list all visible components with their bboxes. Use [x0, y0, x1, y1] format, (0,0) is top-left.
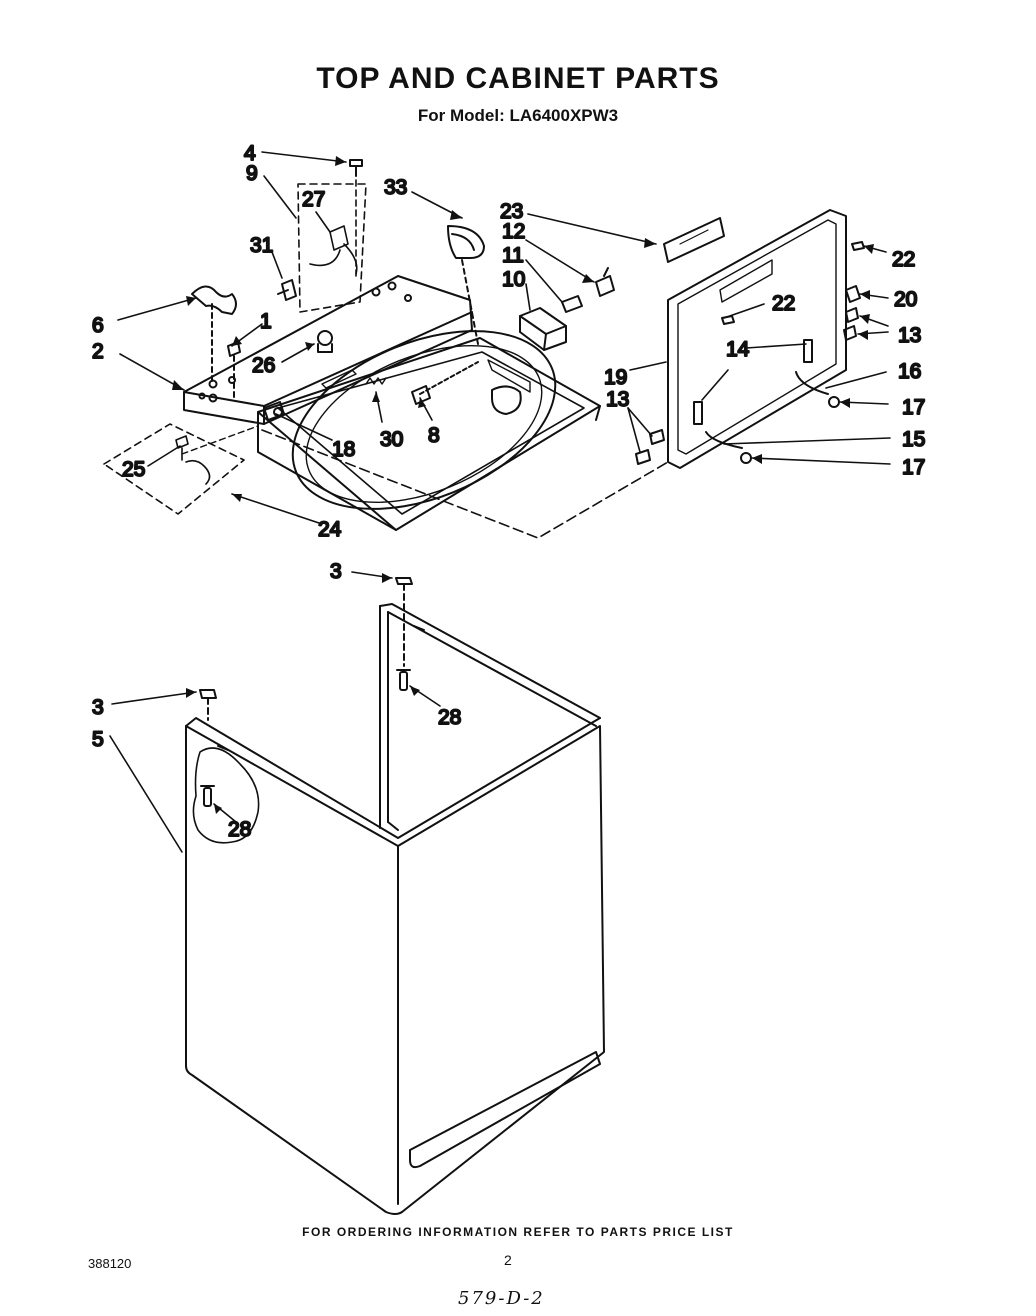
callout-33: 33 — [384, 176, 407, 199]
part-4-screw — [349, 159, 363, 177]
callout-4: 4 — [244, 142, 256, 165]
handwritten-note: 579-D-2 — [458, 1288, 545, 1309]
callout-3-lower: 3 — [92, 696, 104, 719]
callout-8: 8 — [428, 424, 440, 447]
callout-2: 2 — [92, 340, 104, 363]
page-title: TOP AND CABINET PARTS — [316, 62, 720, 95]
callout-11: 11 — [502, 244, 524, 267]
dashed-group-24 — [103, 423, 245, 515]
callout-24: 24 — [318, 518, 342, 541]
ordering-info-note: FOR ORDERING INFORMATION REFER TO PARTS … — [302, 1225, 734, 1239]
cabinet — [185, 577, 605, 1215]
lid-assembly — [635, 209, 865, 469]
callout-10: 10 — [502, 268, 525, 291]
callout-19: 19 — [604, 366, 627, 389]
callout-22-upper: 22 — [892, 248, 915, 271]
callout-23: 23 — [500, 200, 523, 223]
callout-20: 20 — [894, 288, 917, 311]
dashed-group-9 — [297, 183, 367, 313]
document-number: 388120 — [88, 1256, 132, 1271]
lid-switch-parts — [519, 267, 615, 351]
callout-14: 14 — [726, 338, 750, 361]
callout-1: 1 — [260, 310, 272, 333]
part-33-cover — [447, 225, 485, 345]
callout-15: 15 — [902, 428, 925, 451]
callout-5: 5 — [92, 728, 104, 751]
part-25 — [175, 435, 211, 485]
callout-12: 12 — [502, 220, 525, 243]
wire-harness-27 — [309, 225, 358, 275]
callout-22-lower: 22 — [772, 292, 795, 315]
hinge-dashed-line — [261, 429, 669, 539]
model-subtitle: For Model: LA6400XPW3 — [417, 106, 619, 125]
leader-from-24-to-top — [181, 425, 259, 455]
callout-13-lower: 13 — [606, 388, 629, 411]
callout-6: 6 — [92, 314, 104, 337]
arrow-heads — [172, 156, 874, 814]
callout-labels: 4 9 27 33 23 12 11 10 31 6 1 2 26 30 8 1… — [91, 141, 926, 842]
callout-28-lower: 28 — [228, 818, 251, 841]
callout-31: 31 — [250, 234, 273, 257]
leader-lines — [109, 151, 891, 853]
callout-30: 30 — [380, 428, 403, 451]
top-assembly — [183, 275, 601, 531]
callout-9: 9 — [246, 162, 258, 185]
callout-26: 26 — [252, 354, 275, 377]
callout-18: 18 — [332, 438, 355, 461]
callout-28-upper: 28 — [438, 706, 461, 729]
page-number: 2 — [504, 1252, 512, 1268]
callout-16: 16 — [898, 360, 921, 383]
callout-13-upper: 13 — [898, 324, 921, 347]
callout-27: 27 — [302, 188, 325, 211]
callout-25: 25 — [122, 458, 145, 481]
callout-17-lower: 17 — [902, 456, 925, 479]
callout-17-upper: 17 — [902, 396, 925, 419]
callout-3-upper: 3 — [330, 560, 342, 583]
